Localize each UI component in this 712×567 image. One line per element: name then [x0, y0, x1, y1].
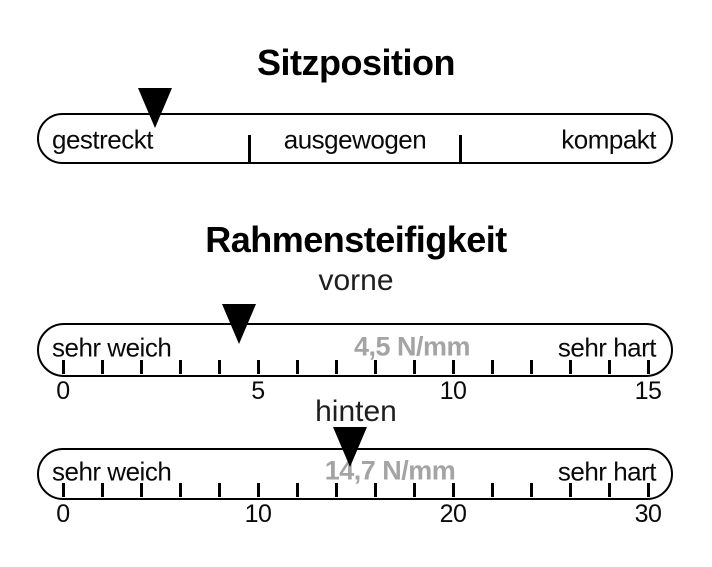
- tick-mark: [412, 360, 416, 374]
- tick-mark: [139, 483, 143, 497]
- front-stiffness-scale: sehr weich 4,5 N/mm sehr hart: [37, 323, 673, 377]
- tick-mark: [295, 360, 299, 374]
- front-stiffness-value: 4,5 N/mm: [353, 331, 471, 362]
- tick-mark: [295, 483, 299, 497]
- tick-mark: [61, 483, 65, 497]
- tick-mark: [139, 360, 143, 374]
- zone-divider-tick: [459, 135, 462, 162]
- scale-number: 5: [251, 377, 265, 405]
- scale-number: 30: [634, 500, 662, 528]
- tick-mark: [334, 360, 338, 374]
- tick-mark: [646, 483, 650, 497]
- tick-mark: [568, 483, 572, 497]
- zone-label-kompakt: kompakt: [561, 124, 656, 155]
- rear-stiffness-scale: sehr weich 14,7 N/mm sehr hart: [37, 448, 673, 500]
- scale-number: 15: [634, 377, 662, 405]
- scale-number: 20: [439, 500, 467, 528]
- front-scale-numbers: 0 5 10 15: [0, 377, 712, 405]
- tick-mark: [490, 483, 494, 497]
- scale-number: 0: [56, 500, 70, 528]
- tick-mark: [100, 483, 104, 497]
- tick-mark: [373, 483, 377, 497]
- tick-mark: [451, 483, 455, 497]
- rear-gauge-subtitle: hinten: [315, 395, 397, 428]
- front-stiffness-marker-icon: [221, 304, 256, 344]
- tick-mark: [256, 483, 260, 497]
- front-min-label: sehr weich: [52, 332, 172, 363]
- rear-min-label: sehr weich: [52, 456, 172, 487]
- tick-mark: [529, 360, 533, 374]
- tick-mark: [451, 360, 455, 374]
- tick-mark: [100, 360, 104, 374]
- zone-label-gestreckt: gestreckt: [52, 124, 154, 155]
- tick-mark: [217, 483, 221, 497]
- seat-position-marker-icon: [137, 88, 172, 128]
- scale-number: 10: [439, 377, 467, 405]
- tick-mark: [61, 360, 65, 374]
- front-max-label: sehr hart: [557, 332, 657, 363]
- tick-mark: [373, 360, 377, 374]
- tick-mark: [256, 360, 260, 374]
- scale-number: 10: [244, 500, 272, 528]
- tick-mark: [334, 483, 338, 497]
- tick-mark: [607, 483, 611, 497]
- rear-stiffness-marker-icon: [332, 427, 367, 467]
- seat-position-scale: gestreckt ausgewogen kompakt: [37, 113, 673, 164]
- rear-scale-numbers: 0 10 20 30: [0, 500, 712, 528]
- tick-mark: [217, 360, 221, 374]
- rear-max-label: sehr hart: [557, 456, 657, 487]
- tick-mark: [646, 360, 650, 374]
- front-gauge-subtitle: vorne: [318, 264, 394, 297]
- tick-mark: [529, 483, 533, 497]
- zone-label-ausgewogen: ausgewogen: [283, 124, 427, 155]
- tick-mark: [568, 360, 572, 374]
- zone-divider-tick: [248, 135, 251, 162]
- tick-mark: [490, 360, 494, 374]
- seat-position-title: Sitzposition: [257, 42, 455, 83]
- scale-number: 0: [56, 377, 70, 405]
- tick-mark: [412, 483, 416, 497]
- tick-mark: [178, 360, 182, 374]
- tick-mark: [178, 483, 182, 497]
- frame-stiffness-title: Rahmensteifigkeit: [205, 219, 507, 260]
- tick-mark: [607, 360, 611, 374]
